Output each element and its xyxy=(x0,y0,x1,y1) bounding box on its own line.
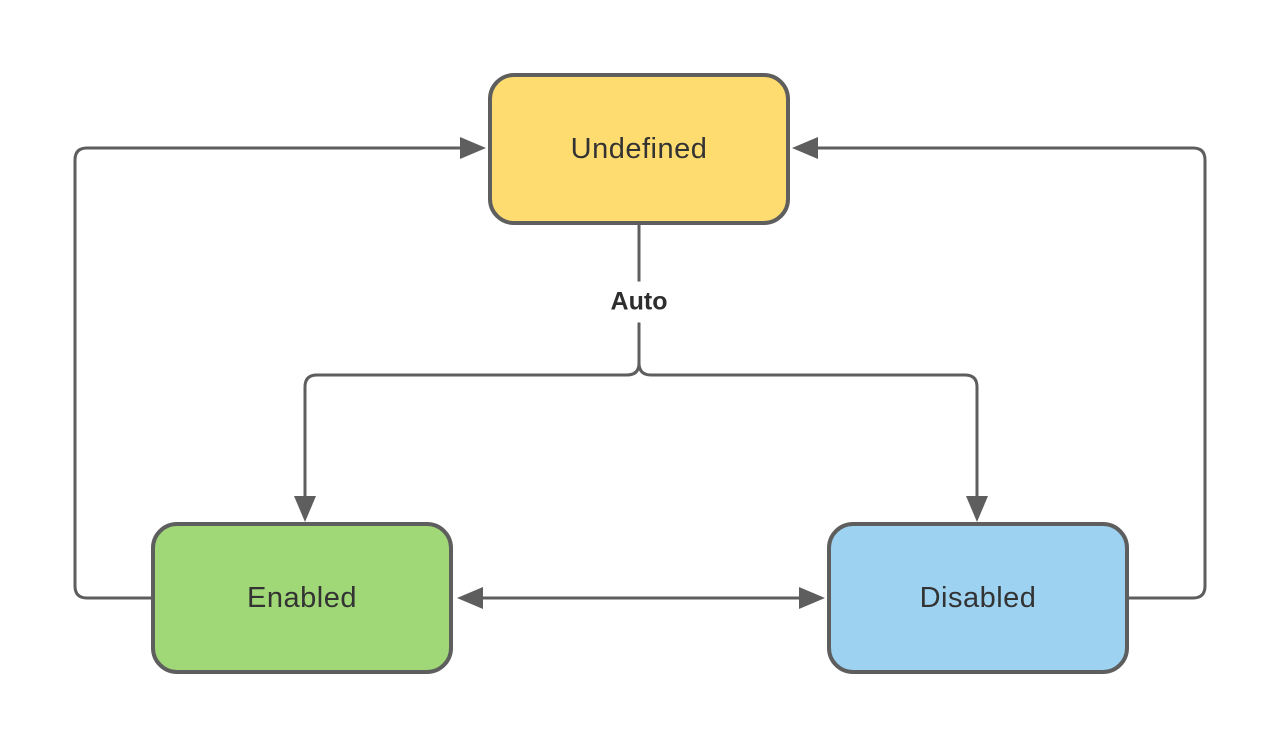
state-node-enabled: Enabled xyxy=(151,522,453,674)
arrowhead-into-disabled-top xyxy=(966,496,988,522)
arrowhead-into-undefined-right xyxy=(792,137,818,159)
state-label-disabled: Disabled xyxy=(919,581,1037,614)
state-node-undefined: Undefined xyxy=(488,73,790,225)
state-label-undefined: Undefined xyxy=(570,132,708,165)
edge-enabled-to-undefined-left-loop xyxy=(73,146,462,600)
arrowhead-into-enabled-right xyxy=(457,587,483,609)
edge-undefined-to-disabled xyxy=(637,225,979,497)
state-label-enabled: Enabled xyxy=(247,581,357,614)
edge-undefined-to-enabled xyxy=(303,225,641,497)
state-node-disabled: Disabled xyxy=(827,522,1129,674)
arrowhead-into-disabled-left xyxy=(799,587,825,609)
edge-label-auto: Auto xyxy=(600,281,678,323)
arrowhead-into-undefined-left xyxy=(460,137,486,159)
edge-disabled-to-undefined-right-loop xyxy=(818,146,1207,600)
arrowhead-into-enabled-top xyxy=(294,496,316,522)
